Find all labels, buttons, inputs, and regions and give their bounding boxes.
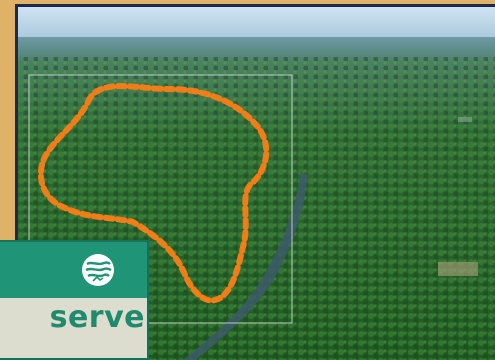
reserve-card: serve: [0, 240, 149, 360]
clearing: [458, 117, 472, 122]
reserve-logo-icon: [80, 252, 116, 288]
sky: [18, 7, 495, 41]
card-body: serve: [0, 298, 147, 358]
highlight-frame: [28, 74, 293, 324]
card-title: serve: [49, 300, 145, 335]
clearing: [438, 262, 478, 276]
reserve-boundary: [37, 83, 270, 304]
card-header: [0, 242, 147, 298]
